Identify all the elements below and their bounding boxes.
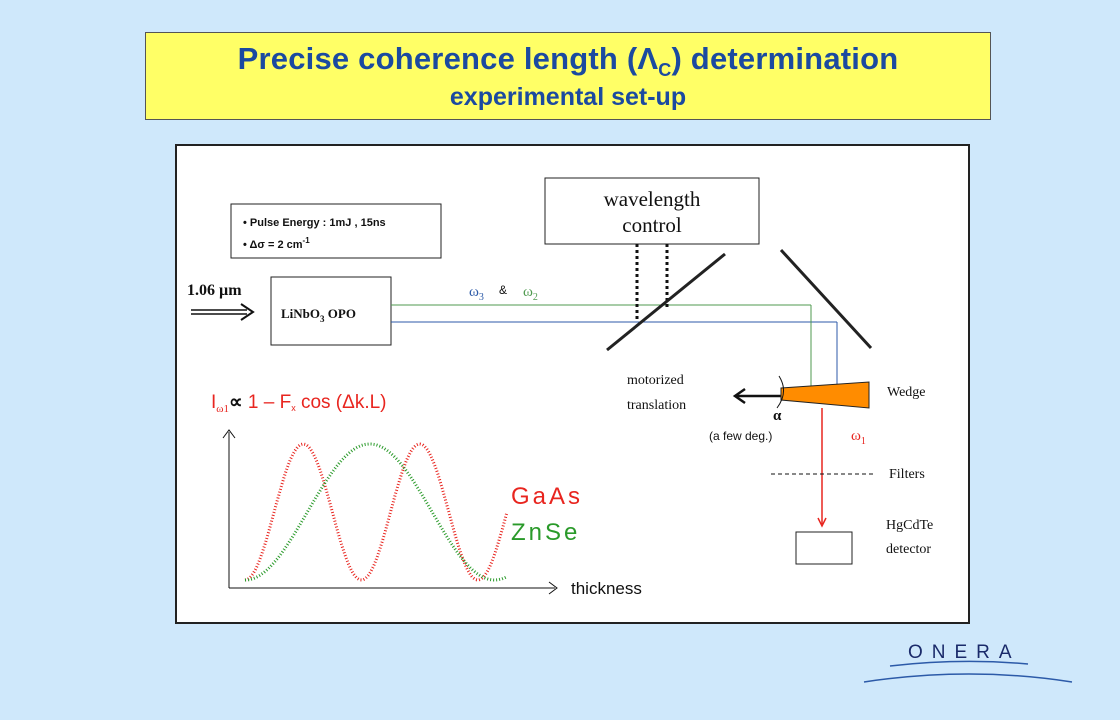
lambda-subscript: C <box>658 60 672 81</box>
wavelength-control-line1: wavelength <box>604 187 701 211</box>
onera-logo: ONERA <box>863 642 1073 683</box>
legend-znse: ZnSe <box>511 519 580 546</box>
fold-mirror <box>779 248 873 350</box>
onera-logo-swoosh-2 <box>863 673 1073 683</box>
page-subtitle: experimental set-up <box>449 83 687 112</box>
alpha-symbol: α <box>773 408 782 424</box>
wavelength-control-line2: control <box>622 213 682 237</box>
angle-note: (a few deg.) <box>709 429 772 443</box>
translation-arrow-head <box>732 387 746 405</box>
motorized-label-line2: translation <box>627 398 686 413</box>
detector-box <box>795 531 853 565</box>
beam-omega1-arrow <box>817 517 827 528</box>
gaas-curve <box>244 442 509 582</box>
title-text-end: ) determination <box>671 41 899 76</box>
pump-wavelength-label: 1.06 µm <box>187 282 242 299</box>
opo-label: LiNbO3 OPO <box>281 306 356 324</box>
graph-y-axis-arrow <box>222 429 236 439</box>
setup-panel: • Pulse Energy : 1mJ , 15ns • Δσ = 2 cm-… <box>175 144 970 624</box>
grating-mirror <box>606 252 726 352</box>
lambda-symbol: Λ <box>637 41 659 76</box>
wedge-label: Wedge <box>887 385 926 400</box>
omega2-label: ω2 <box>523 284 538 303</box>
intensity-formula: Iω1∝ 1 – Fx cos (Δk.L) <box>211 392 387 415</box>
title-text-start: Precise coherence length ( <box>237 41 638 76</box>
graph-x-label: thickness <box>571 579 642 598</box>
opo-box <box>270 276 392 346</box>
spec-box <box>230 203 442 259</box>
title-banner: Precise coherence length (ΛC) determinat… <box>145 32 991 120</box>
wedge-crystal <box>780 381 870 409</box>
legend-gaas: GaAs <box>511 483 583 510</box>
spec-bullet-1: • Pulse Energy : 1mJ , 15ns <box>243 217 386 229</box>
omega3-label: ω3 <box>469 284 484 303</box>
angle-arc <box>776 375 784 409</box>
onera-logo-text: ONERA <box>908 642 1021 663</box>
spec-bullet-2: • Δσ = 2 cm-1 <box>243 236 310 251</box>
graph-x-axis-arrow <box>548 581 558 595</box>
detector-label-line1: HgCdTe <box>886 518 933 533</box>
setup-diagram: • Pulse Energy : 1mJ , 15ns • Δσ = 2 cm-… <box>187 177 933 598</box>
wavelength-control-box <box>544 177 760 245</box>
filters-label: Filters <box>889 467 925 482</box>
pump-arrow-head <box>240 303 255 321</box>
page-title: Precise coherence length (ΛC) determinat… <box>146 41 990 81</box>
motorized-label-line1: motorized <box>627 373 684 388</box>
omega1-label: ω1 <box>851 428 866 447</box>
onera-logo-swoosh-1 <box>889 660 1029 667</box>
beams-ampersand: & <box>499 283 507 297</box>
detector-label-line2: detector <box>886 542 931 557</box>
